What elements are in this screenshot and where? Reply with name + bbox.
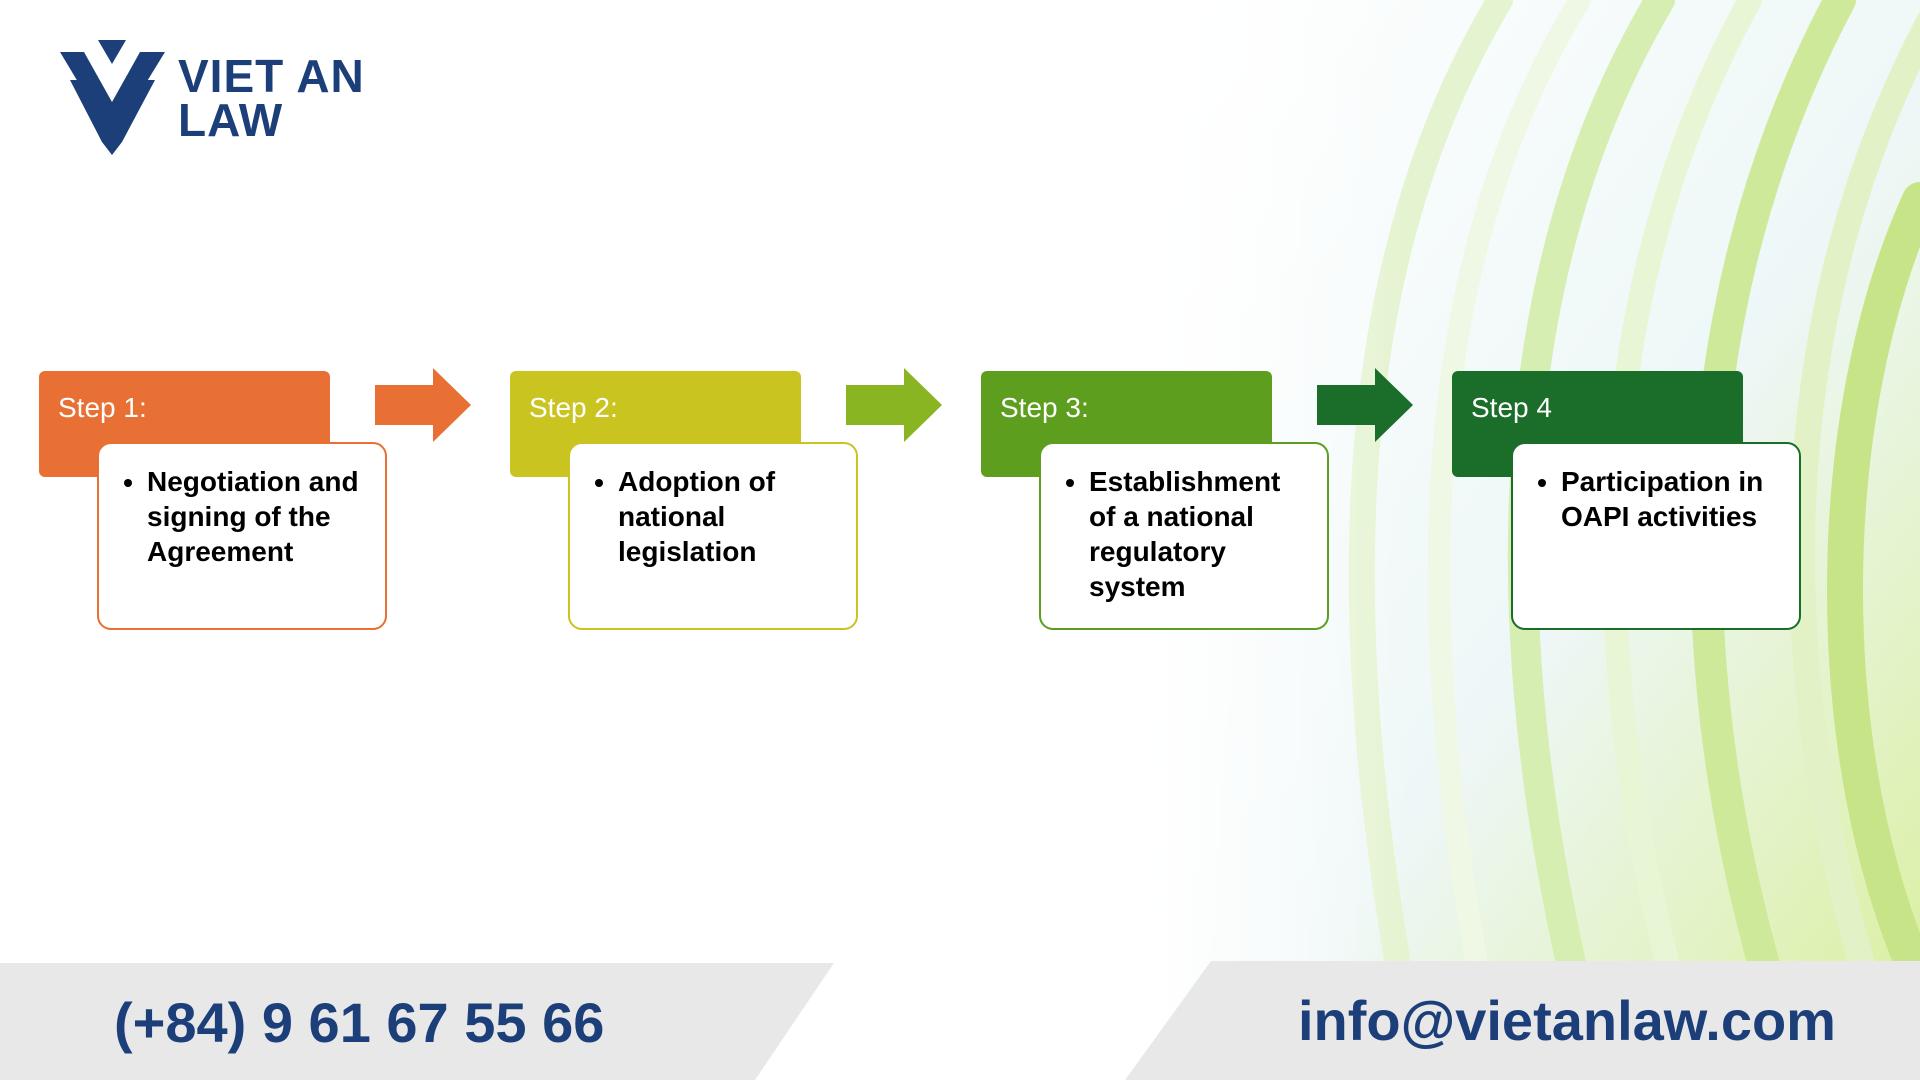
arrow-right-icon <box>1317 368 1413 442</box>
step-3-list: Establishment of a national regulatory s… <box>1041 444 1327 604</box>
step-2-label: Step 2: <box>529 392 618 423</box>
step-3-label: Step 3: <box>1000 392 1089 423</box>
step-3-box: Establishment of a national regulatory s… <box>1039 442 1329 630</box>
logo: VIET AN LAW <box>60 40 380 160</box>
step-1-text: Negotiation and signing of the Agreement <box>147 464 367 569</box>
step-2-text: Adoption of national legislation <box>618 464 838 569</box>
logo-line-1: VIET AN <box>178 50 365 102</box>
arrow-right-icon <box>846 368 942 442</box>
step-4-text: Participation in OAPI activities <box>1561 464 1781 534</box>
step-1-box: Negotiation and signing of the Agreement <box>97 442 387 630</box>
contact-phone[interactable]: (+84) 9 61 67 55 66 <box>114 991 605 1054</box>
step-4-label: Step 4 <box>1471 392 1552 423</box>
footer-email-band <box>1125 961 1920 1080</box>
step-2-list: Adoption of national legislation <box>570 444 856 569</box>
logo-wordmark: VIET AN LAW <box>178 50 365 146</box>
step-4-box: Participation in OAPI activities <box>1511 442 1801 630</box>
step-1-label: Step 1: <box>58 392 147 423</box>
footer-phone-band <box>0 963 834 1080</box>
step-2-box: Adoption of national legislation <box>568 442 858 630</box>
contact-email[interactable]: info@vietanlaw.com <box>1298 989 1836 1052</box>
arrow-right-icon <box>375 368 471 442</box>
logo-mark-icon <box>60 40 165 155</box>
step-3-text: Establishment of a national regulatory s… <box>1089 464 1309 604</box>
step-4-list: Participation in OAPI activities <box>1513 444 1799 534</box>
logo-line-2: LAW <box>178 94 284 146</box>
step-1-list: Negotiation and signing of the Agreement <box>99 444 385 569</box>
